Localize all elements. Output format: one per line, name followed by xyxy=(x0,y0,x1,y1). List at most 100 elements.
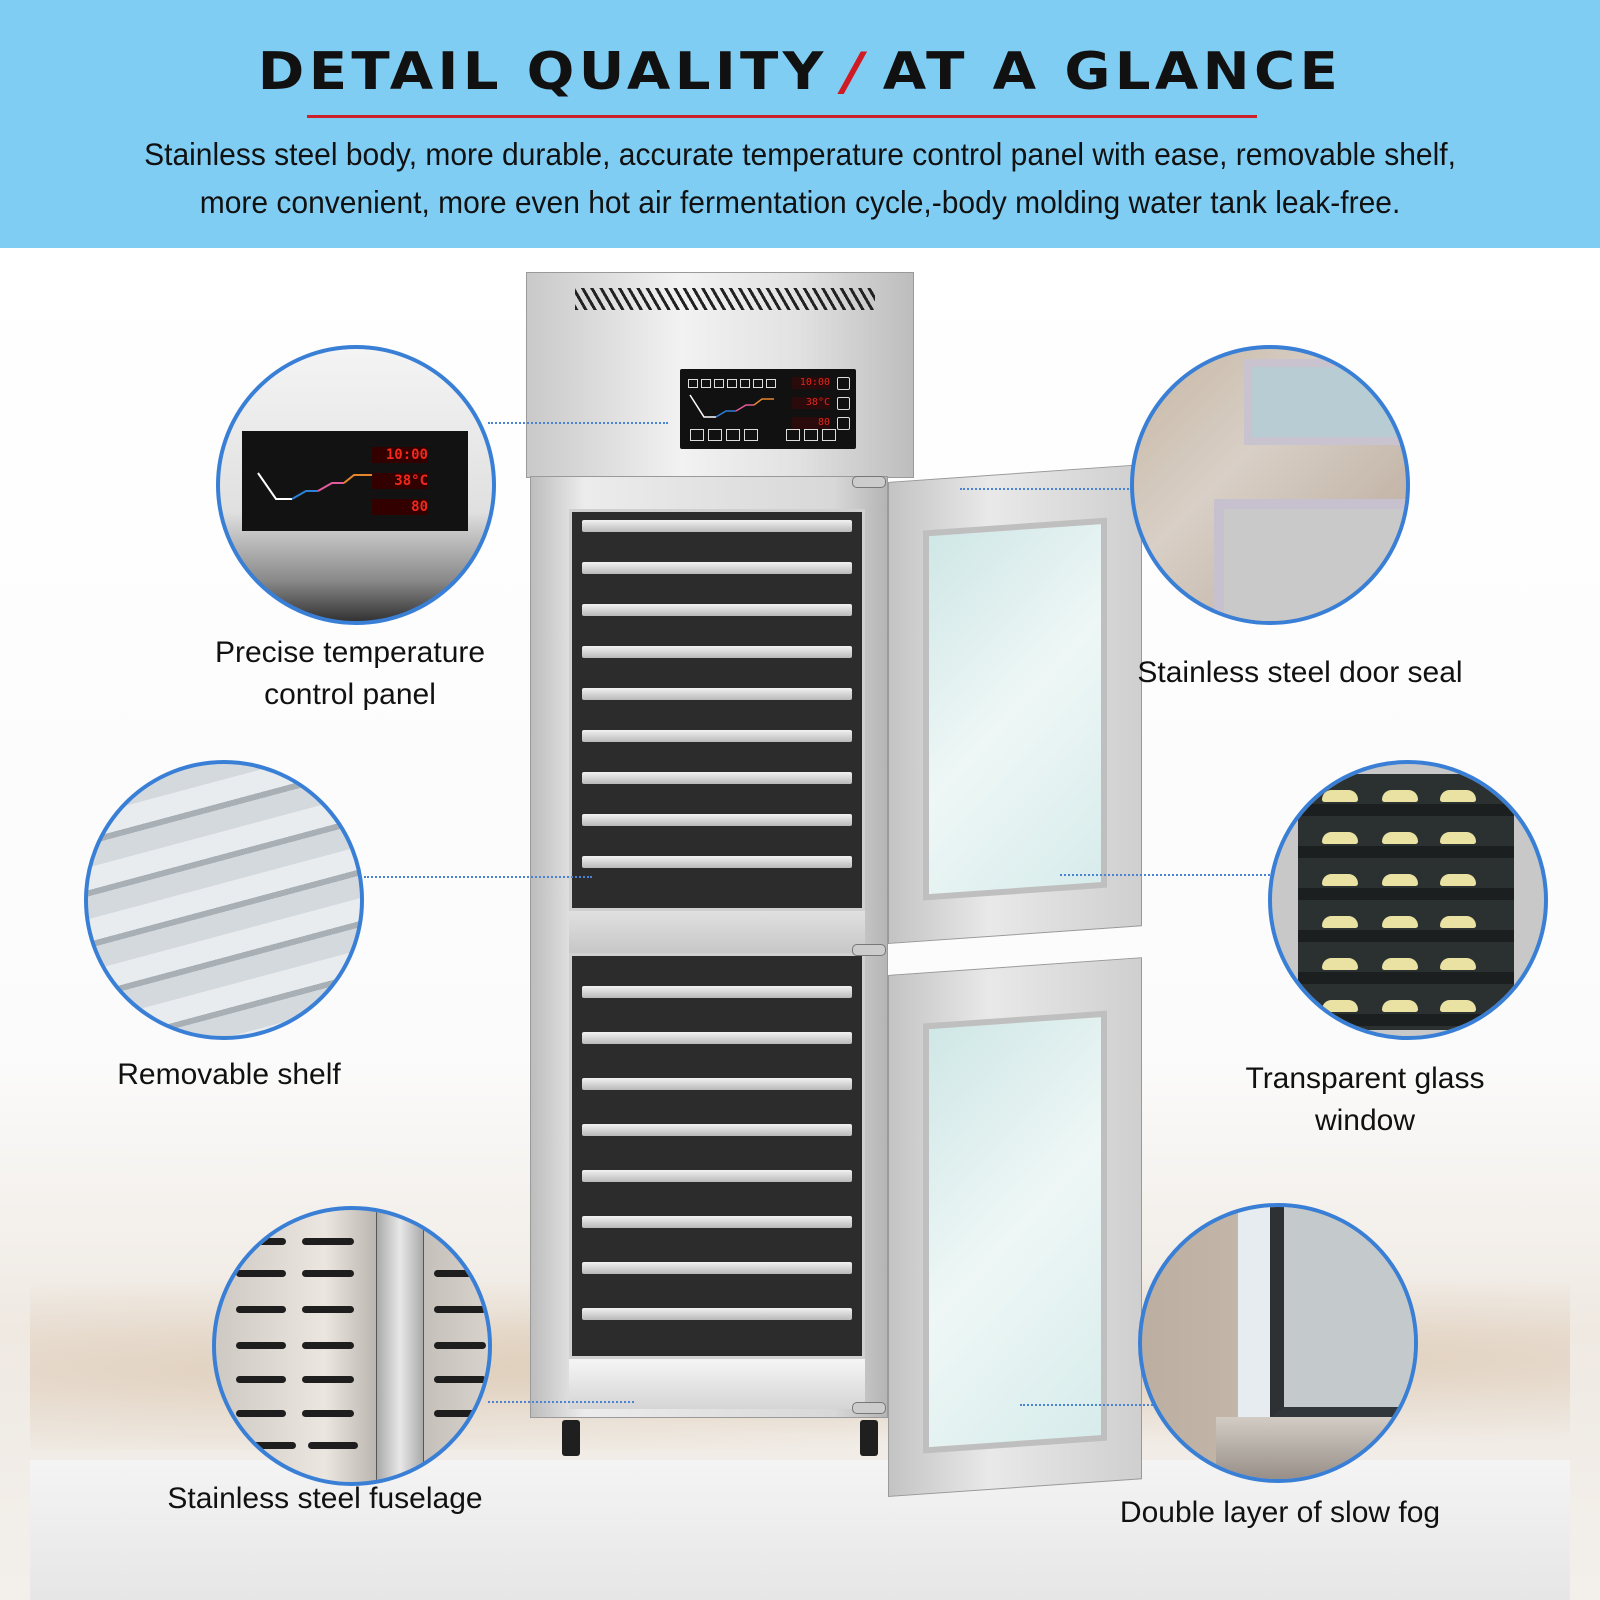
floor-reflection xyxy=(30,1460,1570,1600)
tray xyxy=(582,986,852,998)
tray xyxy=(582,562,852,574)
power-button-icon xyxy=(822,429,836,441)
vent-slot xyxy=(434,1342,486,1349)
dough xyxy=(1322,916,1358,928)
dough xyxy=(1382,790,1418,802)
label-door-seal: Stainless steel door seal xyxy=(1137,656,1463,689)
hinge-icon xyxy=(852,476,886,488)
vent-slot xyxy=(236,1306,286,1313)
tray xyxy=(582,604,852,616)
upper-glass-door[interactable] xyxy=(888,464,1142,944)
leader-line xyxy=(488,422,668,424)
program-button-icon xyxy=(701,379,711,388)
label-control-panel: Precise temperature control panel xyxy=(180,632,520,716)
cabinet-body xyxy=(530,476,888,1418)
callout-glass-window-image xyxy=(1268,760,1548,1040)
program-button-icon xyxy=(753,379,763,388)
vent-slot xyxy=(302,1306,354,1313)
leader-line xyxy=(364,876,592,878)
lower-chamber xyxy=(569,953,865,1359)
tray xyxy=(582,856,852,868)
leader-line xyxy=(960,488,1132,490)
vent-slot xyxy=(236,1270,286,1277)
label-line: Precise temperature xyxy=(214,636,486,669)
control-panel-closeup: 10:00 38°C 80 xyxy=(242,431,468,531)
title-separator: / xyxy=(842,42,868,102)
tray xyxy=(582,1078,852,1090)
vent-slot xyxy=(302,1342,354,1349)
upper-chamber xyxy=(569,509,865,911)
dough xyxy=(1322,790,1358,802)
callout-door-seal-image xyxy=(1130,345,1410,625)
label-line: window xyxy=(1314,1104,1416,1137)
tray xyxy=(582,772,852,784)
time-display: 10:00 xyxy=(792,377,830,389)
vent-slot xyxy=(302,1270,354,1277)
cool-button-icon xyxy=(708,429,722,441)
dough xyxy=(1440,874,1476,886)
program-button-icon xyxy=(766,379,776,388)
vent-slot xyxy=(246,1442,296,1449)
callout-shelf-image xyxy=(84,760,364,1040)
clock-button-icon xyxy=(837,377,850,390)
page-title: DETAIL QUALITY/AT A GLANCE xyxy=(0,42,1600,102)
temperature-display: 38°C xyxy=(792,397,830,409)
vent-slot xyxy=(236,1238,286,1245)
caster-wheel-icon xyxy=(860,1420,878,1456)
vent-slot xyxy=(434,1410,486,1417)
leader-line xyxy=(1060,874,1270,876)
label-glass-window: Transparent glass window xyxy=(1200,1058,1530,1142)
label-fuselage: Stainless steel fuselage xyxy=(167,1482,483,1515)
leader-line xyxy=(488,1401,634,1403)
glass-pane xyxy=(1270,1207,1414,1417)
dough xyxy=(1382,874,1418,886)
dough xyxy=(1440,790,1476,802)
lower-glass-door[interactable] xyxy=(888,957,1142,1497)
title-left: DETAIL QUALITY xyxy=(257,42,828,102)
humidity-display: 80 xyxy=(372,499,428,515)
hinge-icon xyxy=(852,944,886,956)
temperature-display: 38°C xyxy=(372,473,428,489)
ferment1-button-icon xyxy=(726,429,740,441)
dough xyxy=(1440,958,1476,970)
label-line: Transparent glass xyxy=(1245,1062,1485,1095)
tray xyxy=(582,688,852,700)
tray xyxy=(582,520,852,532)
callout-control-panel-image: 10:00 38°C 80 xyxy=(216,345,496,625)
title-underline xyxy=(307,115,1257,118)
label-slow-fog: Double layer of slow fog xyxy=(1119,1496,1441,1529)
leader-line xyxy=(1020,1404,1180,1406)
program-button-icon xyxy=(727,379,737,388)
fermentation-curve-icon xyxy=(257,472,372,500)
door-glass xyxy=(923,1010,1107,1454)
door-frame xyxy=(1216,1417,1414,1479)
dough xyxy=(1322,1000,1358,1012)
cabinet-top-housing: 10:00 38°C 80 xyxy=(526,272,914,478)
fermentation-curve-icon xyxy=(689,394,774,418)
door-edge xyxy=(376,1210,424,1482)
thermometer-button-icon xyxy=(837,397,850,410)
tray xyxy=(582,1262,852,1274)
tray xyxy=(582,1124,852,1136)
tray xyxy=(582,814,852,826)
dough xyxy=(1382,832,1418,844)
program-button-icon xyxy=(688,379,698,388)
dough xyxy=(1382,958,1418,970)
description-line-2: more convenient, more even hot air ferme… xyxy=(199,185,1401,221)
vent-slot xyxy=(434,1270,486,1277)
tray xyxy=(582,730,852,742)
humidity-button-icon xyxy=(837,417,850,430)
time-display: 10:00 xyxy=(372,447,428,463)
vent-slot xyxy=(236,1376,286,1383)
vent-slot xyxy=(236,1410,286,1417)
tray xyxy=(582,1032,852,1044)
dough xyxy=(1440,832,1476,844)
glass-spacer xyxy=(1238,1207,1270,1417)
page-description: Stainless steel body, more durable, accu… xyxy=(30,131,1570,226)
chamber-divider xyxy=(569,911,865,953)
description-line-1: Stainless steel body, more durable, accu… xyxy=(144,137,1456,173)
door-seal-lower xyxy=(1214,499,1406,621)
dough xyxy=(1322,958,1358,970)
vent-slot xyxy=(236,1342,286,1349)
vent-slot xyxy=(302,1410,354,1417)
